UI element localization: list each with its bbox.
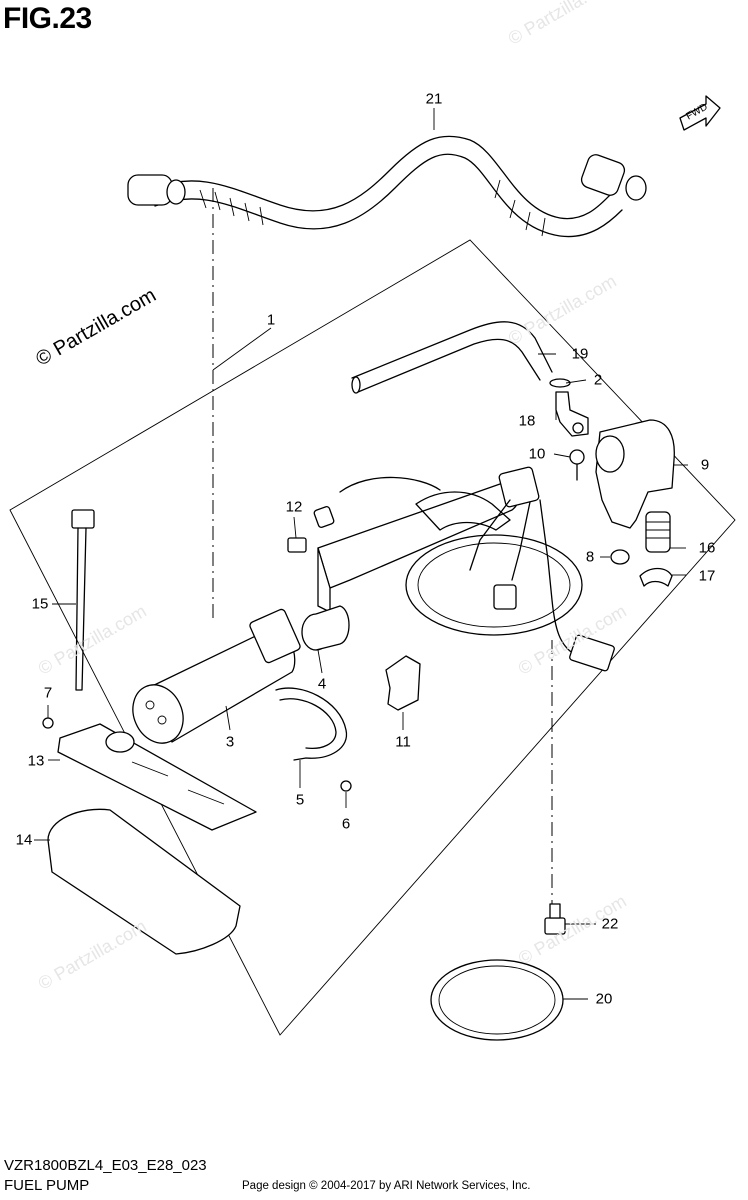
callout-6: 6 — [341, 815, 351, 833]
callout-17: 17 — [698, 567, 716, 585]
pump-flange — [405, 534, 583, 636]
o-ring-8 — [610, 549, 630, 565]
fuel-hose-21 — [127, 135, 647, 238]
fwd-arrow — [679, 95, 721, 131]
callout-9: 9 — [700, 456, 710, 474]
clip-2 — [549, 378, 571, 388]
callout-12: 12 — [285, 498, 303, 516]
bolt-22 — [544, 903, 566, 935]
callout-11: 11 — [395, 733, 411, 751]
case-14 — [47, 808, 241, 955]
callout-7: 7 — [43, 684, 53, 702]
fuel-pump-3 — [132, 608, 301, 744]
callout-21: 21 — [425, 90, 443, 108]
callout-15: 15 — [31, 595, 49, 613]
callout-18: 18 — [518, 412, 536, 430]
filter-13 — [57, 723, 257, 831]
clip-17 — [639, 567, 673, 587]
callout-22: 22 — [601, 915, 619, 933]
band-5 — [275, 687, 348, 761]
callout-1: 1 — [266, 311, 276, 329]
wiring-harness — [339, 466, 615, 672]
cover-9 — [595, 419, 675, 529]
callout-16: 16 — [698, 539, 716, 557]
callout-8: 8 — [585, 548, 595, 566]
fitting-16 — [645, 511, 671, 553]
hose-19 — [351, 321, 553, 394]
cushion-4 — [301, 605, 350, 651]
callout-20: 20 — [595, 990, 613, 1008]
assembly-boundary — [9, 239, 736, 1036]
footer-credit: Page design © 2004-2017 by ARI Network S… — [242, 1180, 531, 1192]
screw-6 — [340, 780, 352, 792]
footer-name: FUEL PUMP — [4, 1177, 90, 1194]
clamp-12 — [287, 506, 335, 553]
cable-tie-15 — [71, 509, 95, 691]
leader-lines — [34, 108, 688, 1000]
joint-18 — [555, 391, 589, 437]
callout-19: 19 — [571, 345, 589, 363]
callout-4: 4 — [317, 675, 327, 693]
figure-title: FIG.23 — [3, 2, 92, 35]
callout-13: 13 — [27, 752, 45, 770]
clip-11 — [385, 655, 421, 711]
callout-5: 5 — [295, 791, 305, 809]
bolt-10 — [569, 449, 585, 481]
gasket-20 — [430, 959, 564, 1041]
callout-2: 2 — [593, 371, 603, 389]
callout-14: 14 — [15, 831, 33, 849]
footer-code: VZR1800BZL4_E03_E28_023 — [4, 1157, 207, 1174]
nut-7 — [42, 717, 54, 729]
callout-10: 10 — [528, 445, 546, 463]
callout-3: 3 — [225, 733, 235, 751]
